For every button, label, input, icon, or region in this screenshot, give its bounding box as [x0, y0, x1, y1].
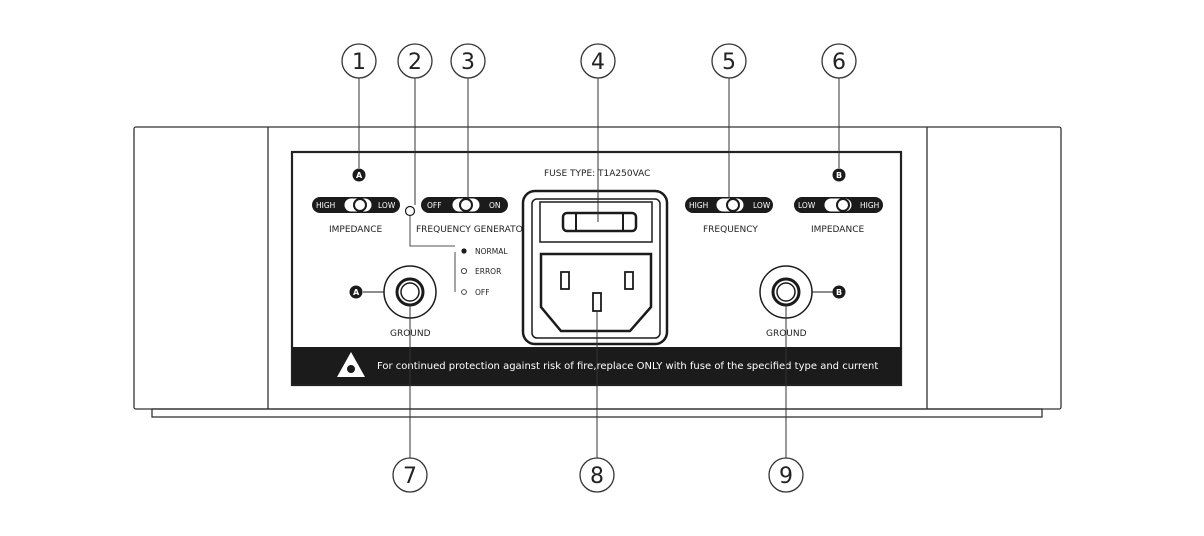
frequency-generator-label: FREQUENCY GENERATOR	[416, 225, 529, 235]
svg-text:4: 4	[591, 50, 605, 75]
leader-lines	[358, 78, 840, 458]
callout-4: 4	[580, 43, 616, 79]
ground-terminal-b[interactable]: B GROUND	[759, 265, 846, 339]
ground-a-badge: A	[353, 288, 360, 297]
led-error-icon	[460, 267, 467, 274]
impedance-a-badge: A	[356, 171, 363, 180]
impedance-b-right-label: HIGH	[860, 201, 879, 210]
led-normal-label: NORMAL	[475, 247, 508, 256]
fire-warning-icon	[337, 352, 365, 377]
callout-2: 2	[397, 43, 433, 79]
svg-text:7: 7	[403, 464, 417, 489]
impedance-a-right-label: LOW	[378, 201, 396, 210]
svg-text:5: 5	[722, 50, 736, 75]
frequency-generator-switch[interactable]: OFF ON FREQUENCY GENERATOR	[416, 197, 529, 235]
frequency-switch[interactable]: HIGH LOW FREQUENCY	[685, 197, 773, 235]
impedance-b-badge: B	[836, 171, 842, 180]
svg-text:2: 2	[408, 50, 422, 75]
impedance-b-switch[interactable]: B LOW HIGH IMPEDANCE	[794, 168, 883, 236]
led-indicator: NORMAL ERROR OFF	[404, 205, 508, 297]
callouts: 1 2 3 4 5 6 7 8 9	[341, 43, 857, 493]
frequency-label: FREQUENCY	[703, 225, 758, 235]
ground-terminal-a[interactable]: A GROUND	[349, 265, 437, 339]
fuse-type-label: FUSE TYPE: T1A250VAC	[544, 169, 650, 179]
frequency-left-label: HIGH	[689, 201, 708, 210]
frequency-generator-left-label: OFF	[427, 201, 442, 210]
impedance-a-label: IMPEDANCE	[329, 225, 382, 235]
callout-8: 8	[579, 457, 615, 493]
callout-5: 5	[711, 43, 747, 79]
impedance-b-label: IMPEDANCE	[811, 225, 864, 235]
led-off-label: OFF	[475, 288, 490, 297]
led-error-label: ERROR	[475, 267, 501, 276]
svg-text:6: 6	[832, 50, 846, 75]
impedance-b-left-label: LOW	[798, 201, 816, 210]
impedance-a-left-label: HIGH	[316, 201, 335, 210]
impedance-a-switch[interactable]: A HIGH LOW IMPEDANCE	[312, 168, 400, 236]
led-normal-icon	[461, 248, 467, 254]
svg-text:3: 3	[461, 50, 475, 75]
frequency-right-label: LOW	[753, 201, 771, 210]
callout-1: 1	[341, 43, 377, 79]
svg-text:1: 1	[352, 50, 366, 75]
callout-9: 9	[768, 457, 804, 493]
svg-text:9: 9	[779, 464, 793, 489]
callout-6: 6	[821, 43, 857, 79]
warning-text: For continued protection against risk of…	[377, 361, 878, 372]
fuse-holder-icon	[561, 211, 638, 233]
callout-7: 7	[392, 457, 428, 493]
power-inlet-fuse-module	[521, 189, 669, 346]
ground-b-badge: B	[836, 288, 842, 297]
frequency-generator-right-label: ON	[489, 201, 501, 210]
led-off-icon	[461, 289, 467, 295]
svg-text:8: 8	[590, 464, 604, 489]
callout-3: 3	[450, 43, 486, 79]
